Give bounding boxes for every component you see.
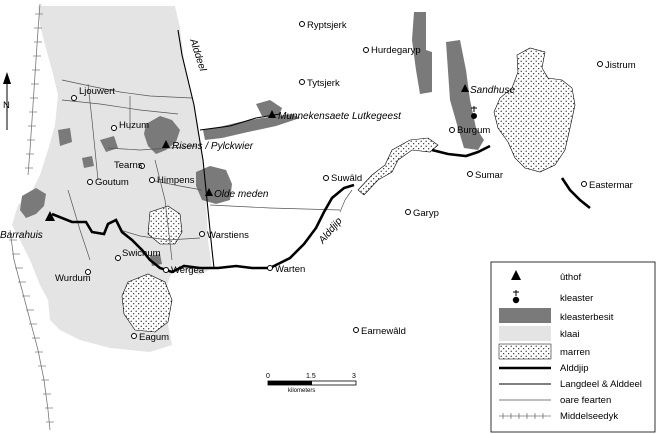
place-marker xyxy=(597,61,603,67)
monastery-label: Sandhuse xyxy=(470,85,515,96)
langdeel-alddeel xyxy=(177,29,281,269)
place-marker xyxy=(299,21,305,27)
marren-eagum xyxy=(121,273,173,333)
monastery-property xyxy=(20,12,484,266)
village-label: Garyp xyxy=(413,208,439,219)
place-marker xyxy=(139,163,145,169)
monastery-label: Munnekensaete Lutkegeest xyxy=(278,111,402,122)
place-marker xyxy=(467,171,473,177)
uthof-marker xyxy=(205,188,213,196)
village-label: Earnewâld xyxy=(361,326,406,337)
village-label: Tytsjerk xyxy=(307,78,340,89)
village-label: Ryptsjerk xyxy=(307,20,347,31)
legend-kleaster-symbol xyxy=(512,290,520,304)
alddeel-label: Alddeel xyxy=(187,37,208,74)
place-marker xyxy=(131,333,137,339)
scale-unit: kilometers xyxy=(288,388,315,394)
monasteries xyxy=(45,84,469,221)
village-label: Himpens xyxy=(157,175,195,186)
marren-olde xyxy=(147,205,183,245)
place-marker xyxy=(449,127,455,133)
village-label: Ljouwert xyxy=(79,86,115,97)
legend-label: klaai xyxy=(560,329,580,340)
legend-middelseedyk-line xyxy=(499,413,551,419)
legend-label: Middelseedyk xyxy=(560,411,618,422)
legend-marren-swatch xyxy=(498,343,552,360)
scale-tick: 3 xyxy=(352,373,356,380)
legend-label: Alddjip xyxy=(560,363,589,374)
legend-label: Langdeel & Alddeel xyxy=(560,379,642,390)
village-label: Sumar xyxy=(475,170,503,181)
place-marker xyxy=(85,269,91,275)
legend-label: kleaster xyxy=(560,293,593,304)
village-label: Warstiens xyxy=(207,230,249,241)
compass-label: N xyxy=(3,100,10,111)
alddjip-river xyxy=(51,144,591,274)
middelseedyk-dike xyxy=(9,3,54,431)
village-label: Wurdum xyxy=(55,273,91,284)
legend: ûthof kleaster kleasterbesit klaai marre… xyxy=(490,261,656,433)
clay-area xyxy=(12,6,212,352)
village-labels: Ryptsjerk Hurdegaryp Jistrum Tytsjerk Lj… xyxy=(55,20,636,343)
marren-channel xyxy=(357,137,439,196)
kleaster-marker xyxy=(471,106,477,119)
village-label: Swichum xyxy=(122,248,161,259)
place-marker xyxy=(199,231,205,237)
place-marker xyxy=(363,47,369,53)
legend-label: kleasterbesit xyxy=(560,312,614,323)
village-label: Wergea xyxy=(171,265,205,276)
scale-tick: 1.5 xyxy=(306,373,316,380)
village-label: Jistrum xyxy=(605,60,636,71)
village-label: Warten xyxy=(275,264,305,275)
villages xyxy=(71,21,603,339)
legend-klaai-swatch xyxy=(499,326,551,341)
village-label: Burgum xyxy=(457,125,490,136)
scale-bar: 0 1.5 3 kilometers xyxy=(266,373,357,394)
monastery-labels: Munnekensaete Lutkegeest Risens / Pylckw… xyxy=(0,85,515,241)
legend-label: oare fearten xyxy=(560,395,611,406)
legend-label: marren xyxy=(560,347,590,358)
place-marker xyxy=(323,175,329,181)
monastery-label: Barrahuis xyxy=(0,230,43,241)
village-label: Goutum xyxy=(95,177,129,188)
place-marker xyxy=(353,327,359,333)
place-marker xyxy=(111,125,117,131)
place-marker xyxy=(581,181,587,187)
place-marker xyxy=(115,255,121,261)
uthof-marker xyxy=(162,140,170,148)
village-label: Hurdegaryp xyxy=(371,45,421,56)
uthof-marker xyxy=(461,84,469,92)
compass-rose: N xyxy=(3,72,11,130)
marren-area xyxy=(493,47,576,173)
place-marker xyxy=(405,209,411,215)
place-marker xyxy=(299,79,305,85)
place-marker xyxy=(71,95,77,101)
scale-tick: 0 xyxy=(266,373,270,380)
monastery-label: Risens / Pylckwier xyxy=(172,141,254,152)
monastery-label: Olde meden xyxy=(214,189,269,200)
legend-kleasterbesit-swatch xyxy=(499,308,551,323)
village-label: Tearns xyxy=(114,160,143,171)
place-marker xyxy=(267,265,273,271)
village-label: Suwâld xyxy=(331,173,362,184)
place-marker xyxy=(163,267,169,273)
place-marker xyxy=(87,179,93,185)
village-label: Eastermar xyxy=(589,180,633,191)
legend-label: ûthof xyxy=(560,272,581,283)
village-label: Huzum xyxy=(119,120,149,131)
village-label: Eagum xyxy=(139,332,169,343)
other-canals xyxy=(61,79,353,261)
legend-uthof-symbol xyxy=(511,270,521,280)
uthof-marker xyxy=(45,211,55,221)
place-marker xyxy=(149,177,155,183)
uthof-marker xyxy=(268,110,276,118)
